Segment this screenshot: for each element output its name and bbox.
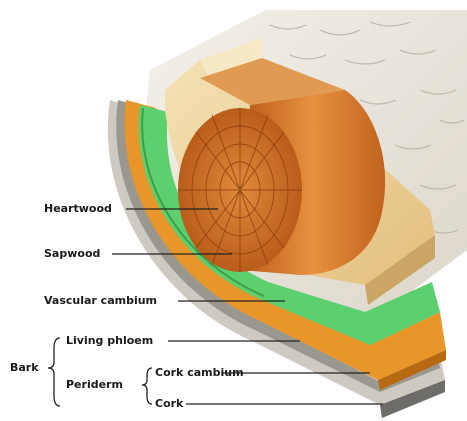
label-vascular-cambium: Vascular cambium (44, 294, 157, 307)
label-cork: Cork (155, 397, 183, 410)
label-heartwood: Heartwood (44, 202, 112, 215)
periderm-brace (142, 368, 152, 404)
label-living-phloem: Living phloem (66, 334, 153, 347)
label-sapwood: Sapwood (44, 247, 100, 260)
label-bark: Bark (10, 361, 39, 374)
label-cork-cambium: Cork cambium (155, 366, 244, 379)
label-periderm: Periderm (66, 378, 123, 391)
bark-brace (48, 338, 60, 406)
